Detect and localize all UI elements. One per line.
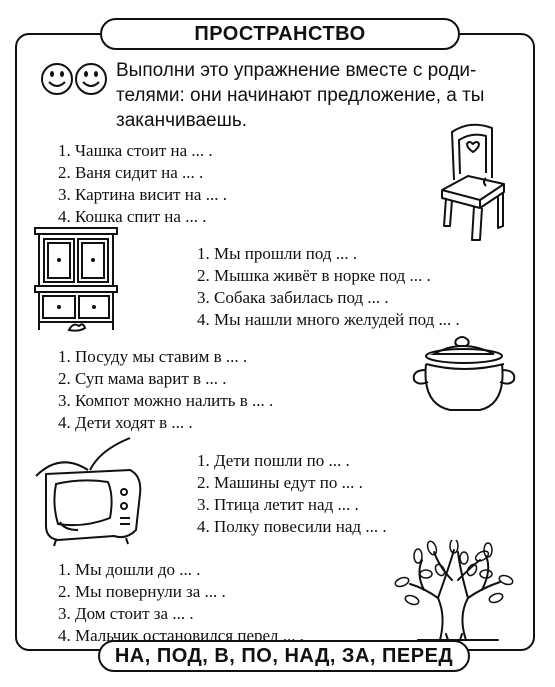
sentence-item: 4. Кошка спит на ... .: [58, 207, 207, 226]
tree-icon: [394, 540, 514, 641]
sentence-item: 1. Чашка стоит на ... .: [58, 141, 213, 160]
instructions-line-1: Выполни это упражнение вместе с роди-: [116, 60, 477, 81]
sentence-item: 3. Дом стоит за ... .: [58, 604, 194, 623]
sentence-item: 1. Мы дошли до ... .: [58, 560, 201, 579]
exercise-group-1: 1. Чашка стоит на ... . 2. Ваня сидит на…: [58, 140, 227, 228]
exercise-group-3: 1. Посуду мы ставим в ... . 2. Суп мама …: [58, 346, 273, 434]
chair-icon: [441, 123, 505, 241]
sentence-item: 1. Посуду мы ставим в ... .: [58, 347, 248, 366]
sentence-item: 4. Полку повесили над ... .: [197, 517, 387, 536]
exercise-group-2: 1. Мы прошли под ... . 2. Мышка живёт в …: [197, 243, 460, 331]
sentence-item: 2. Машины едут по ... .: [197, 473, 363, 492]
sentence-item: 2. Мы повернули за ... .: [58, 582, 226, 601]
sentence-item: 2. Суп мама варит в ... .: [58, 369, 227, 388]
sentence-item: 4. Дети ходят в ... .: [58, 413, 193, 432]
sentence-item: 4. Мы нашли много желудей под ... .: [197, 310, 460, 329]
sentence-item: 3. Собака забилась под ... .: [197, 288, 389, 307]
sentence-item: 1. Дети пошли по ... .: [197, 451, 350, 470]
instructions-line-2: телями: они начинают предложение, а ты: [116, 85, 485, 106]
cabinet-icon: [34, 227, 118, 332]
prepositions-footer: НА, ПОД, В, ПО, НАД, ЗА, ПЕРЕД: [98, 640, 470, 672]
sentence-item: 3. Компот можно налить в ... .: [58, 391, 274, 410]
exercise-group-5: 1. Мы дошли до ... . 2. Мы повернули за …: [58, 559, 304, 647]
pot-icon: [412, 336, 516, 411]
sentence-item: 1. Мы прошли под ... .: [197, 244, 358, 263]
smiley-faces-icon: [41, 63, 107, 95]
exercise-group-4: 1. Дети пошли по ... . 2. Машины едут по…: [197, 450, 387, 538]
instructions-line-3: заканчиваешь.: [116, 110, 248, 131]
page-title: ПРОСТРАНСТВО: [100, 18, 460, 50]
instructions: Выполни это упражнение вместе с роди- те…: [116, 58, 526, 133]
sentence-item: 2. Ваня сидит на ... .: [58, 163, 204, 182]
tv-icon: [35, 437, 142, 547]
sentence-item: 3. Птица летит над ... .: [197, 495, 359, 514]
sentence-item: 3. Картина висит на ... .: [58, 185, 227, 204]
sentence-item: 2. Мышка живёт в норке под ... .: [197, 266, 431, 285]
